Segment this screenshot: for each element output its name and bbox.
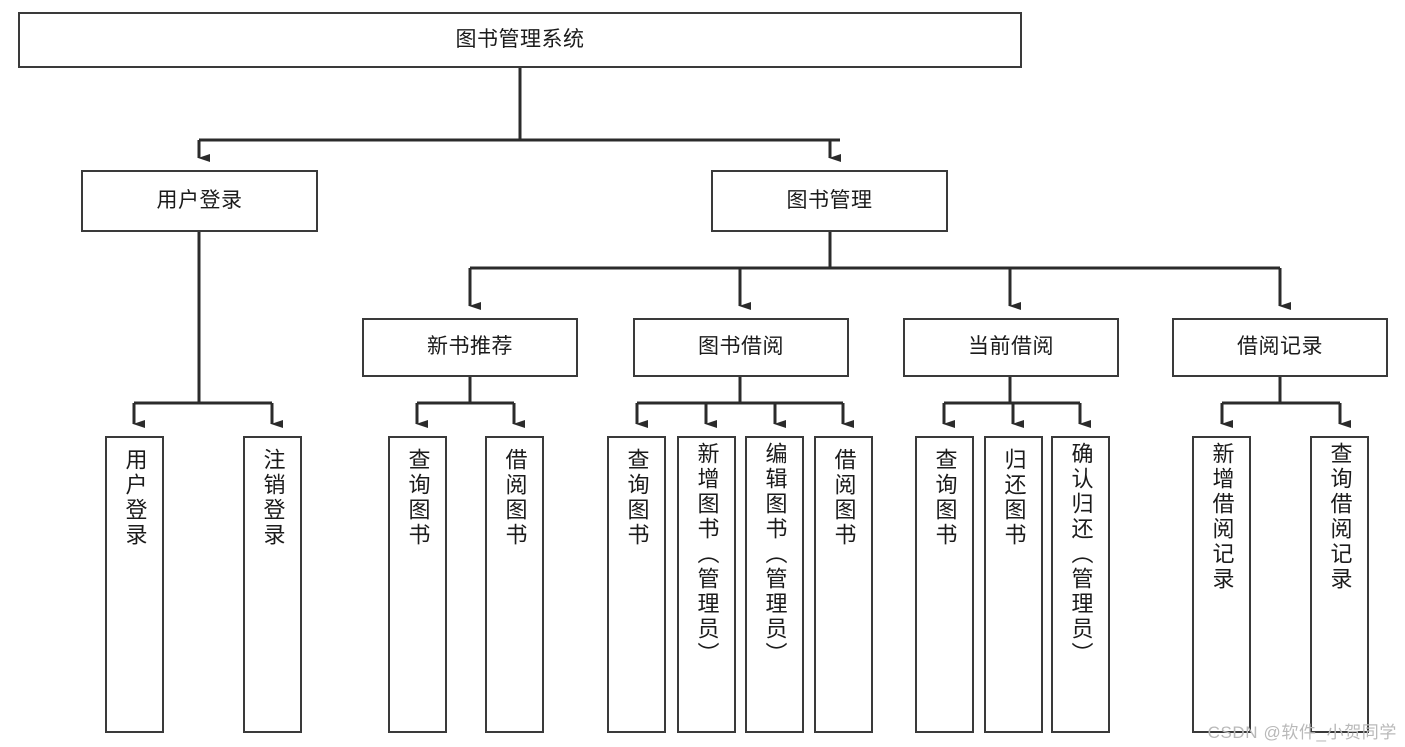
node-leaf-edit-book[interactable]: 编辑图书（管理员） bbox=[745, 436, 804, 733]
node-label: 新增图书（管理员） bbox=[694, 442, 720, 667]
node-leaf-borrow-book-2[interactable]: 借阅图书 bbox=[814, 436, 873, 733]
node-label: 注销登录 bbox=[260, 448, 286, 548]
node-label: 归还图书 bbox=[1001, 448, 1027, 548]
node-label: 查询图书 bbox=[624, 448, 650, 548]
node-label: 查询借阅记录 bbox=[1327, 442, 1353, 592]
watermark-text: CSDN @软件_小贺同学 bbox=[1207, 723, 1397, 742]
node-label: 用户登录 bbox=[122, 448, 148, 548]
node-label: 借阅记录 bbox=[1237, 335, 1323, 359]
node-leaf-query-book-1[interactable]: 查询图书 bbox=[388, 436, 447, 733]
node-leaf-return-book[interactable]: 归还图书 bbox=[984, 436, 1043, 733]
node-book-borrow[interactable]: 图书借阅 bbox=[633, 318, 849, 377]
node-label: 借阅图书 bbox=[502, 448, 528, 548]
node-borrow-record[interactable]: 借阅记录 bbox=[1172, 318, 1388, 377]
node-label: 查询图书 bbox=[932, 448, 958, 548]
node-label: 图书管理系统 bbox=[455, 27, 585, 51]
node-book-manage[interactable]: 图书管理 bbox=[711, 170, 948, 232]
node-leaf-query-record[interactable]: 查询借阅记录 bbox=[1310, 436, 1369, 733]
node-leaf-user-login[interactable]: 用户登录 bbox=[105, 436, 164, 733]
node-label: 新增借阅记录 bbox=[1209, 442, 1235, 592]
node-leaf-query-book-2[interactable]: 查询图书 bbox=[607, 436, 666, 733]
node-leaf-query-book-3[interactable]: 查询图书 bbox=[915, 436, 974, 733]
node-leaf-logout[interactable]: 注销登录 bbox=[243, 436, 302, 733]
node-label: 借阅图书 bbox=[831, 448, 857, 548]
node-current-borrow[interactable]: 当前借阅 bbox=[903, 318, 1119, 377]
node-new-book-recommend[interactable]: 新书推荐 bbox=[362, 318, 578, 377]
node-label: 当前借阅 bbox=[968, 335, 1054, 359]
node-leaf-borrow-book-1[interactable]: 借阅图书 bbox=[485, 436, 544, 733]
node-root-system[interactable]: 图书管理系统 bbox=[18, 12, 1022, 68]
node-label: 编辑图书（管理员） bbox=[762, 442, 788, 667]
node-label: 用户登录 bbox=[156, 188, 243, 212]
node-label: 新书推荐 bbox=[427, 335, 513, 359]
node-leaf-add-book[interactable]: 新增图书（管理员） bbox=[677, 436, 736, 733]
node-label: 图书借阅 bbox=[698, 335, 784, 359]
node-label: 图书管理 bbox=[786, 188, 873, 212]
node-label: 确认归还（管理员） bbox=[1068, 442, 1094, 667]
node-leaf-add-record[interactable]: 新增借阅记录 bbox=[1192, 436, 1251, 733]
node-user-login[interactable]: 用户登录 bbox=[81, 170, 318, 232]
node-leaf-confirm-return[interactable]: 确认归还（管理员） bbox=[1051, 436, 1110, 733]
node-label: 查询图书 bbox=[405, 448, 431, 548]
